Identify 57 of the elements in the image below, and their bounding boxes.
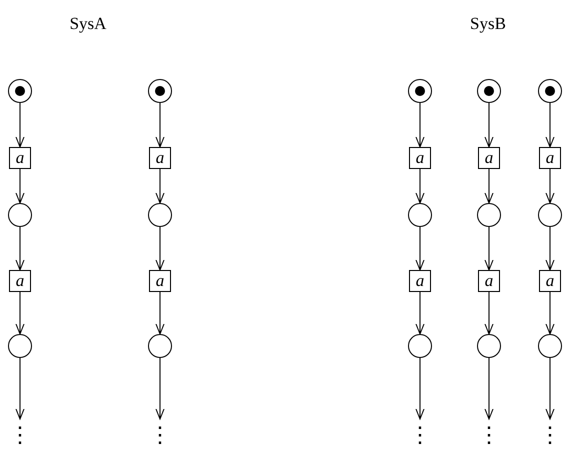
arrow [16,168,24,204]
system-heading: SysA [70,15,106,32]
place-circle [148,203,172,227]
transition-box: a [478,270,500,292]
arrow [16,292,24,334]
transition-box: a [409,147,431,169]
place-circle [538,203,562,227]
place-circle [408,203,432,227]
transition-box: a [539,270,561,292]
arrow [546,102,554,148]
arrow [484,292,494,334]
transition-box: a [478,147,500,169]
place-circle [477,203,501,227]
arrow [484,168,494,204]
marked-place-circle [8,79,32,103]
transition-box: a [409,270,431,292]
arrow [546,358,554,420]
arrow [484,226,494,270]
place-circle [148,334,172,358]
ellipsis-text: ⋮ [542,419,558,450]
transition-box: a [9,270,31,292]
arrow [546,292,554,334]
ellipsis-text: ⋮ [481,419,497,450]
arrow [16,358,24,420]
ellipsis-text: ⋮ [412,419,428,450]
arrow [484,102,494,148]
marked-place-circle [408,79,432,103]
transition-box: a [149,270,171,292]
arrow [16,226,24,270]
arrow [416,168,424,204]
place-circle [8,203,32,227]
arrow [156,102,164,148]
marked-place-circle [538,79,562,103]
arrow [416,358,424,420]
arrow [156,226,164,270]
place-circle [408,334,432,358]
marked-place-circle [477,79,501,103]
place-circle [538,334,562,358]
arrow [546,226,554,270]
transition-box: a [149,147,171,169]
transition-box: a [539,147,561,169]
place-circle [8,334,32,358]
arrow [156,358,164,420]
arrow [416,226,424,270]
system-heading: SysB [470,15,506,32]
arrow [156,292,164,334]
marked-place-circle [148,79,172,103]
ellipsis-text: ⋮ [12,419,28,450]
arrow [156,168,164,204]
arrow [546,168,554,204]
arrow [16,102,24,148]
ellipsis-text: ⋮ [152,419,168,450]
arrow [416,292,424,334]
place-circle [477,334,501,358]
arrow [416,102,424,148]
transition-box: a [9,147,31,169]
arrow [484,358,494,420]
